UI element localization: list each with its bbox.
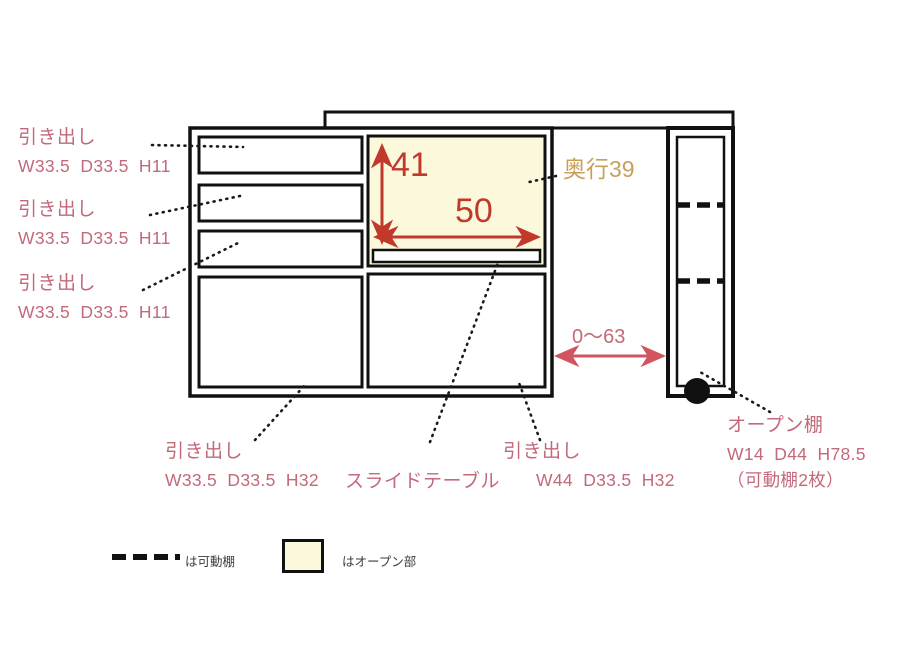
countertop-lip xyxy=(323,110,735,130)
bottom-label-1-name: 引き出し xyxy=(165,441,244,462)
right-label-dims: W14 D44 H78.5 xyxy=(727,444,866,464)
drawer-deep-right xyxy=(366,272,547,389)
bottom-label-3-dims: W44 D33.5 H32 xyxy=(536,470,675,490)
drawer-deep-left xyxy=(197,275,364,389)
left-label-3-name: 引き出し xyxy=(18,273,97,294)
bottom-label-3-name: 引き出し xyxy=(503,441,582,462)
left-label-2-dims: W33.5 D33.5 H11 xyxy=(18,228,171,248)
open-shelf-unit xyxy=(666,126,735,398)
drawer-shallow-2 xyxy=(197,183,364,223)
left-label-2-name: 引き出し xyxy=(18,199,97,220)
legend-item-1-text: は可動棚 xyxy=(185,555,236,569)
drawer-shallow-1 xyxy=(197,135,364,175)
open-width-value: 50 xyxy=(455,192,493,230)
right-label-note: （可動棚2枚） xyxy=(727,470,844,490)
right-label-name: オープン棚 xyxy=(727,415,824,436)
gap-range-label: 0〜63 xyxy=(572,326,626,348)
left-label-1-dims: W33.5 D33.5 H11 xyxy=(18,156,171,176)
open-height-value: 41 xyxy=(391,146,429,184)
depth-label: 奥行39 xyxy=(563,156,635,182)
legend-item-2-text: はオープン部 xyxy=(342,555,417,569)
left-label-3-dims: W33.5 D33.5 H11 xyxy=(18,302,171,322)
slide-table-panel xyxy=(371,248,542,264)
bottom-label-2-name: スライドテーブル xyxy=(345,471,500,492)
leader-lines xyxy=(141,143,772,444)
legend-dashed-line-icon xyxy=(112,554,180,560)
caster-wheel-icon xyxy=(684,378,710,404)
bottom-label-1-dims: W33.5 D33.5 H32 xyxy=(165,470,319,490)
legend-cream-swatch-icon xyxy=(282,539,324,573)
left-label-1-name: 引き出し xyxy=(18,127,97,148)
